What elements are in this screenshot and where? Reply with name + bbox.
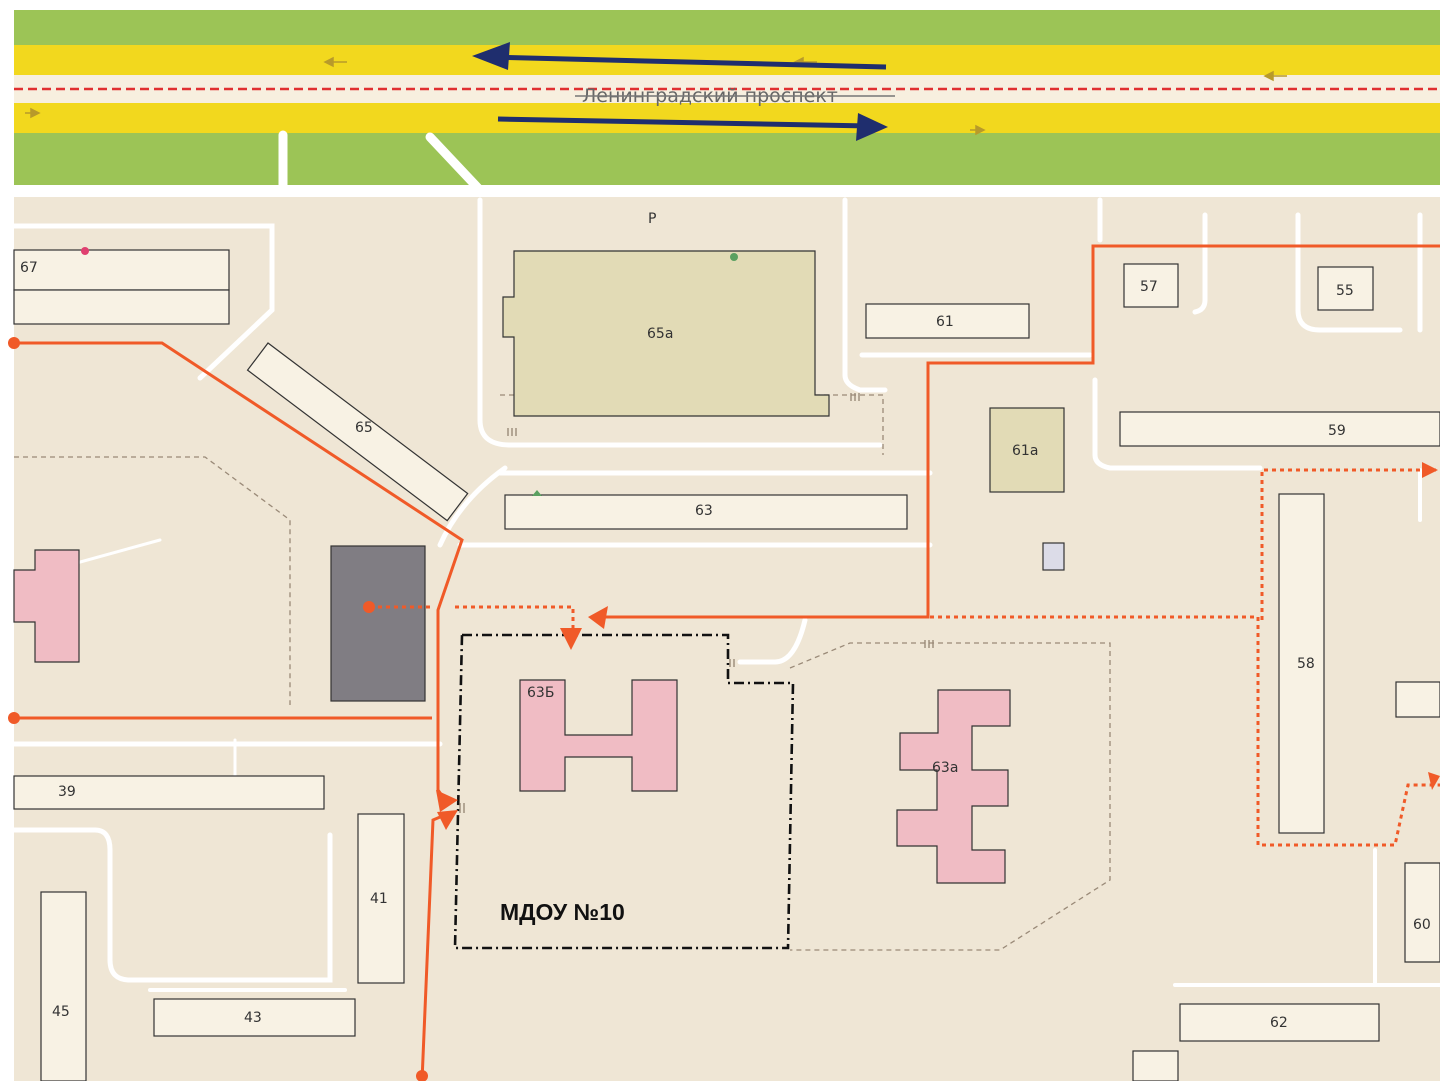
- route-start-dot: [8, 712, 20, 724]
- route-markers: [8, 337, 1440, 1081]
- garage-building: [330, 545, 426, 702]
- building-61: [865, 303, 1030, 339]
- label-65: 65: [355, 420, 373, 436]
- building-67-lower: [13, 289, 230, 325]
- label-43: 43: [244, 1010, 262, 1026]
- building-67-upper: [13, 249, 230, 291]
- building-45: [40, 891, 87, 1081]
- traffic-direction-arrow: [487, 54, 887, 70]
- kindergarten-title: МДОУ №10: [500, 899, 625, 925]
- building-41: [357, 813, 405, 984]
- label-59: 59: [1328, 423, 1346, 439]
- kindergarten-boundary: [453, 633, 795, 950]
- building-63: [504, 494, 908, 530]
- lane-arrow-icon: [970, 124, 986, 136]
- route-start-dot: [363, 601, 375, 613]
- route-start-dot: [8, 337, 20, 349]
- avenue: Ленинградский проспект: [14, 10, 1440, 197]
- label-63b: 63Б: [527, 685, 554, 701]
- building-65a: [502, 250, 830, 417]
- building-62: [1179, 1003, 1380, 1042]
- crosswalk-icon: [459, 803, 465, 813]
- label-39: 39: [58, 784, 76, 800]
- label-61: 61: [936, 314, 954, 330]
- marker-icon: [81, 247, 89, 255]
- label-61a: 61а: [1012, 443, 1038, 459]
- lane-arrow-icon: [1263, 70, 1287, 82]
- label-60: 60: [1413, 917, 1431, 933]
- building-61a: [989, 407, 1065, 493]
- local-driveways: [11, 130, 1440, 992]
- label-63a: 63а: [932, 760, 958, 776]
- lawn-south: [14, 133, 1440, 185]
- label-parking: Р: [648, 211, 656, 227]
- route-solid-upper: [600, 244, 1440, 619]
- building-58: [1278, 493, 1325, 834]
- lane-arrow-icon: [323, 56, 347, 68]
- buildings: [13, 249, 1440, 1081]
- route-arrow-icon: [437, 810, 458, 830]
- label-62: 62: [1270, 1015, 1288, 1031]
- crosswalk-icon: [507, 428, 517, 436]
- building-63a: [896, 689, 1011, 884]
- building-55: [1317, 266, 1374, 311]
- traffic-arrow-head: [472, 42, 510, 70]
- building-65: [246, 342, 469, 522]
- pedestrian-routes: [14, 244, 1440, 1081]
- shop-marker-icon: [730, 253, 738, 261]
- building-43: [153, 998, 356, 1037]
- building-bottom-stub: [1132, 1050, 1179, 1081]
- roadway-south: [14, 103, 1440, 133]
- building-39: [13, 775, 325, 810]
- building-right-stub: [1395, 681, 1440, 718]
- label-65a: 65а: [647, 326, 673, 342]
- building-57: [1123, 263, 1179, 308]
- traffic-direction-arrow: [497, 116, 871, 129]
- building-59: [1119, 411, 1440, 447]
- label-55: 55: [1336, 283, 1354, 299]
- traffic-arrow-head: [856, 113, 888, 141]
- school-building-left: [13, 549, 80, 663]
- building-labels: 67 Р 65а 61 57 55 65 59 61а 63 63Б 63а 5…: [20, 211, 1431, 1031]
- lawn-north: [14, 10, 1440, 45]
- route-arrow-icon: [588, 606, 608, 629]
- building-63b: [519, 679, 678, 792]
- route-dotted-north: [1260, 468, 1438, 620]
- route-arrow-icon: [436, 790, 458, 812]
- label-57: 57: [1140, 279, 1158, 295]
- route-arrow-icon: [560, 628, 582, 650]
- crosswalk-icon: [729, 659, 735, 667]
- label-63: 63: [695, 503, 713, 519]
- sidewalk: [14, 185, 1440, 197]
- route-arrow-icon: [1422, 462, 1438, 478]
- label-58: 58: [1297, 656, 1315, 672]
- crosswalk-icons: [459, 393, 934, 813]
- building-60: [1404, 862, 1440, 963]
- label-67: 67: [20, 260, 38, 276]
- route-start-dot: [416, 1070, 428, 1081]
- crosswalk-icon: [924, 640, 934, 648]
- label-41: 41: [370, 891, 388, 907]
- route-arrow-icon: [1428, 772, 1440, 790]
- label-45: 45: [52, 1004, 70, 1020]
- lane-arrow-icon: [25, 107, 41, 119]
- crosswalk-icon: [850, 393, 860, 401]
- median: [14, 75, 1440, 103]
- roadway-north: [14, 45, 1440, 75]
- shop-marker-icon: [532, 490, 542, 496]
- route-dotted-east: [930, 615, 1440, 847]
- small-structure: [1042, 542, 1065, 571]
